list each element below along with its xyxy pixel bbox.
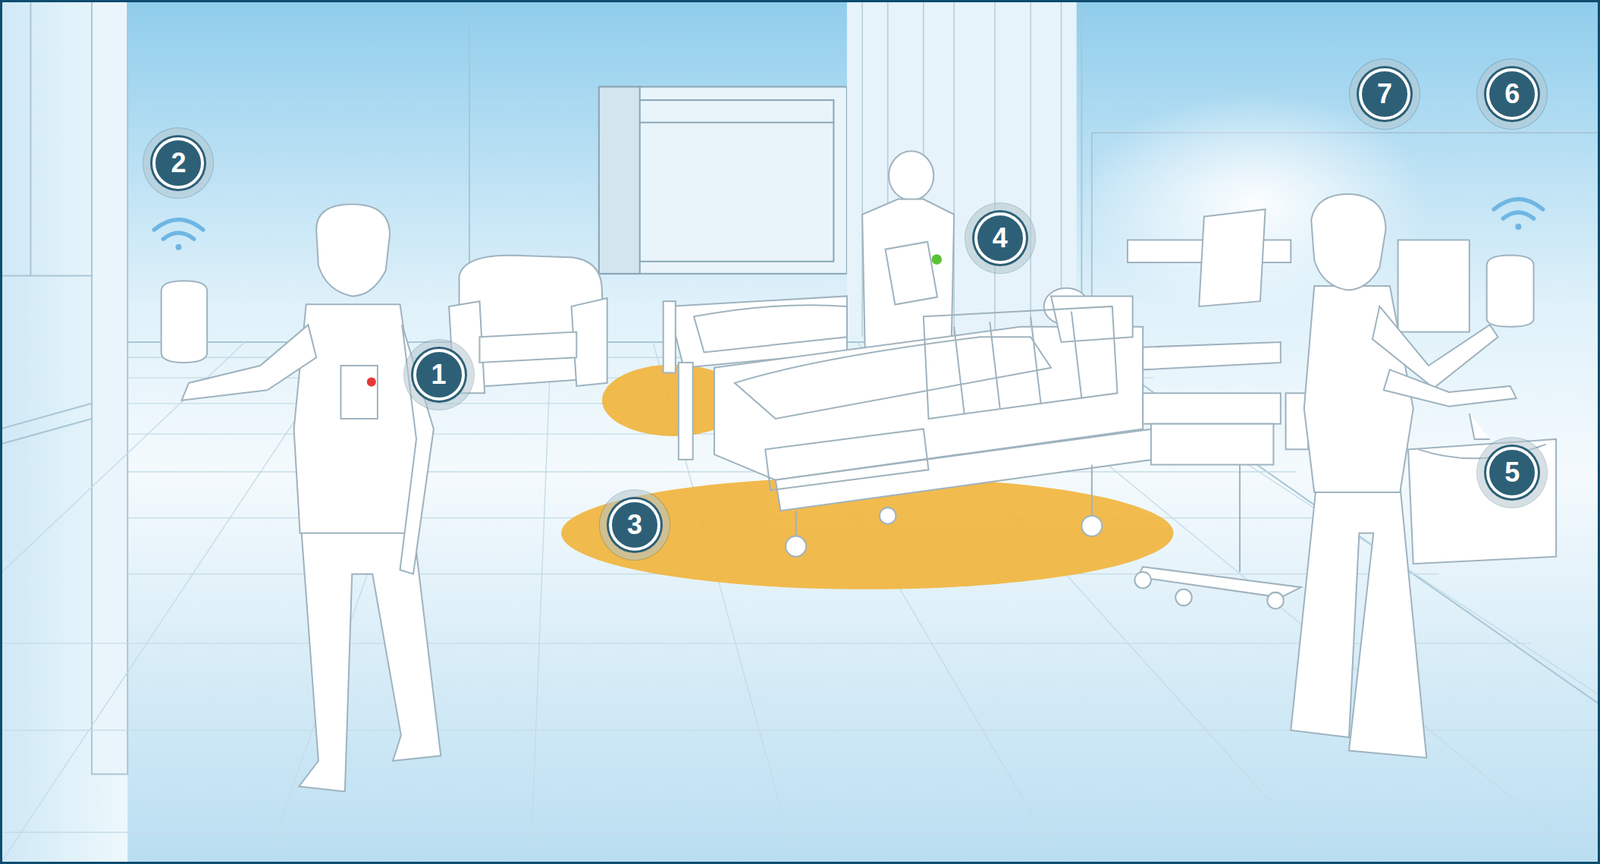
armchair — [448, 255, 608, 394]
monitor-cart-part — [1142, 341, 1281, 370]
front-bed-part — [678, 362, 694, 460]
front-bed-part — [1081, 515, 1102, 537]
front-bed-part — [1030, 316, 1041, 403]
monitor-cart-part — [1239, 464, 1241, 572]
floor-tiles-part — [530, 341, 552, 864]
monitor-cart — [1127, 209, 1309, 609]
nurse-3-part — [1311, 194, 1386, 291]
wifi-signals-part — [1515, 223, 1522, 230]
hand-dispensers-part — [1487, 255, 1535, 327]
callout-number: 5 — [1504, 458, 1520, 487]
front-bed-part — [785, 536, 807, 557]
callout-number: 4 — [992, 224, 1008, 252]
nurse-1-part — [316, 203, 390, 296]
front-bed-part — [1091, 464, 1093, 521]
front-bed-part — [879, 507, 897, 524]
nurse-1 — [181, 203, 442, 791]
callout-number: 3 — [627, 511, 643, 539]
front-bed-part — [1071, 311, 1082, 399]
badge-light — [931, 254, 942, 264]
room-walls-part — [91, 0, 128, 775]
sink-part — [1469, 413, 1491, 440]
floor-tiles-part — [0, 831, 1600, 833]
window-part — [599, 86, 640, 273]
callout-badge: 7 — [1358, 68, 1411, 120]
room-walls-part — [0, 403, 92, 430]
front-bed-part — [734, 336, 1051, 419]
front-bed — [678, 288, 1154, 557]
callout-badge: 6 — [1486, 68, 1538, 120]
armchair-part — [479, 332, 577, 363]
floor-tiles-part — [0, 341, 245, 864]
callout-badge: 5 — [1486, 446, 1538, 499]
sink-part — [1408, 439, 1557, 564]
monitor-cart-part — [1198, 209, 1265, 307]
hand-dispensers-part — [161, 280, 208, 363]
wifi-signals-part — [1493, 199, 1544, 210]
room-walls-part — [0, 0, 128, 864]
front-bed-part — [765, 428, 929, 490]
window — [599, 86, 848, 273]
nurse-1-part — [340, 365, 377, 419]
wifi-signals-part — [163, 232, 194, 239]
nurse-2-part — [885, 241, 939, 305]
nurse-1-part — [298, 525, 441, 791]
monitor-cart-part — [1134, 571, 1152, 589]
callout-badge: 2 — [152, 137, 204, 189]
badge-light — [367, 376, 377, 386]
window-part — [611, 100, 834, 262]
curtain-part — [1029, 0, 1032, 337]
room-walls-part — [29, 0, 32, 277]
nurse-3 — [1290, 194, 1516, 758]
back-bed-part — [663, 301, 676, 373]
room-walls-part — [0, 275, 92, 277]
wifi-signals-part — [1502, 212, 1534, 219]
curtain-part — [994, 0, 996, 337]
curtain-part — [861, 0, 863, 337]
light-glow — [1081, 91, 1429, 317]
monitor-cart-part — [1267, 592, 1284, 609]
wifi-signals-part — [175, 244, 182, 251]
front-bed-part — [953, 326, 964, 414]
curtain-part — [1060, 0, 1063, 337]
nurse-1-part — [181, 324, 317, 401]
room-walls-part — [1080, 0, 1083, 342]
wifi-signals-part — [153, 219, 204, 230]
monitor-cart-part — [1175, 589, 1193, 606]
curtain-part — [953, 0, 955, 337]
callout-number: 2 — [170, 149, 186, 177]
callout-number: 7 — [1377, 80, 1393, 108]
front-bed-part — [989, 321, 1000, 408]
back-bed-part — [693, 304, 848, 352]
front-bed-part — [1050, 295, 1133, 342]
nurse-2-part — [888, 150, 934, 201]
window-part — [599, 86, 848, 273]
front-bed-part — [923, 306, 1118, 419]
sink-part — [1398, 239, 1470, 332]
callout-badge: 1 — [413, 348, 465, 401]
callout-badge: 4 — [974, 212, 1026, 264]
monitor-cart-part — [1142, 392, 1281, 424]
nurse-3-part — [1290, 485, 1427, 758]
room-walls-part — [0, 418, 92, 445]
monitor-cart-part — [1151, 423, 1274, 465]
callout-badge: 3 — [608, 498, 661, 551]
nurse-1-part — [294, 304, 419, 534]
nurse-3-part — [1383, 369, 1517, 406]
nurse-2 — [862, 150, 954, 363]
window-part — [611, 122, 834, 124]
callout-number: 6 — [1504, 80, 1520, 108]
callout-number: 1 — [431, 360, 447, 389]
